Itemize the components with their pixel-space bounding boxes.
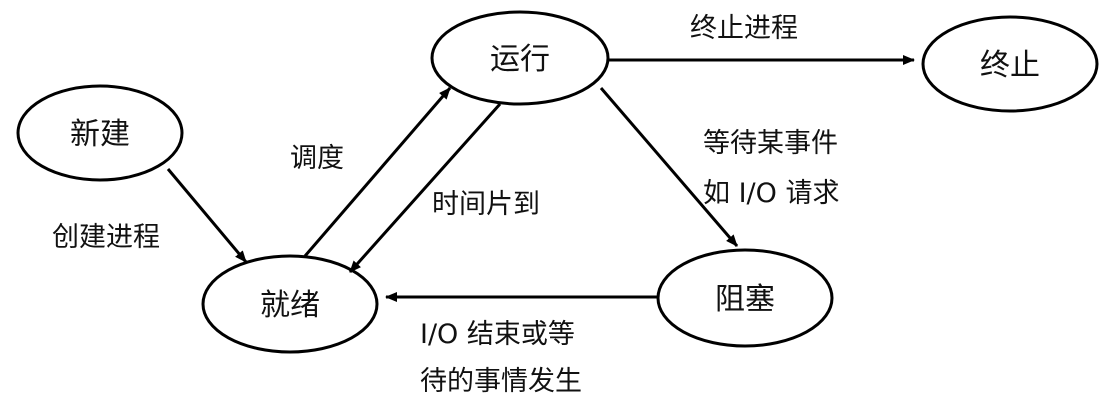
edge-label-create-process: 创建进程 <box>52 222 160 253</box>
edge-label-time-slice: 时间片到 <box>432 189 540 220</box>
node-ready-label: 就绪 <box>260 288 320 323</box>
node-ready: 就绪 <box>201 254 379 354</box>
node-new: 新建 <box>16 84 184 182</box>
edge-ready-to-running <box>303 87 452 257</box>
edge-label-event-done-line1: I/O 结束或等 <box>420 319 575 350</box>
node-terminated: 终止 <box>921 15 1099 113</box>
node-blocked-label: 阻塞 <box>715 282 775 317</box>
edge-new-to-ready <box>166 168 248 263</box>
edge-label-wait-event-line2: 如 I/O 请求 <box>703 178 839 209</box>
edge-running-to-blocked <box>599 87 739 247</box>
node-new-label: 新建 <box>70 117 130 152</box>
edge-label-wait-event-line1: 等待某事件 <box>703 128 838 159</box>
node-terminated-label: 终止 <box>980 48 1040 83</box>
edge-running-to-ready <box>348 103 502 273</box>
node-running: 运行 <box>430 10 610 106</box>
node-running-label: 运行 <box>490 42 550 77</box>
node-blocked: 阻塞 <box>656 248 834 348</box>
edge-label-event-done-line2: 待的事情发生 <box>420 366 582 397</box>
edge-label-dispatch: 调度 <box>290 143 344 174</box>
edge-label-terminate-process: 终止进程 <box>690 13 798 44</box>
